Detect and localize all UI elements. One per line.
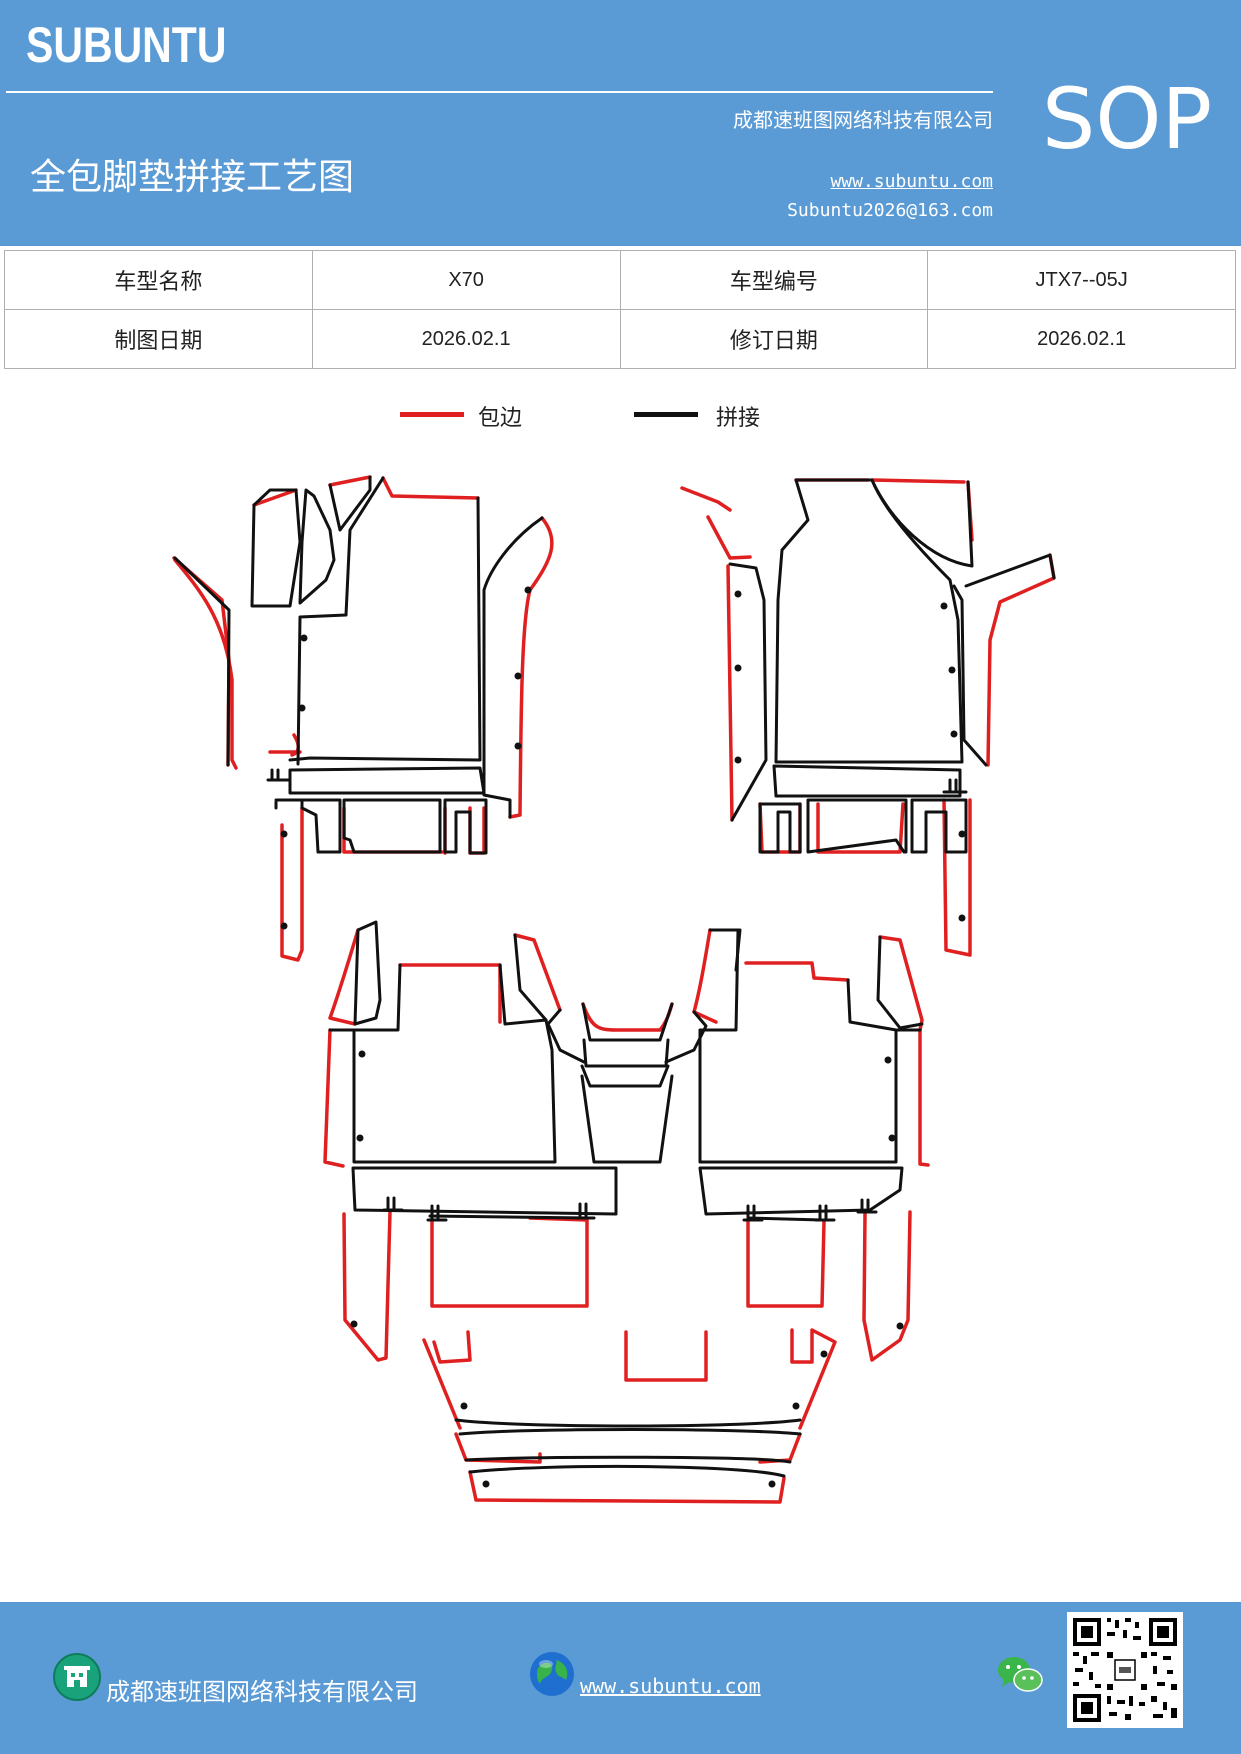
- floor-mat-diagram: [172, 475, 1056, 1504]
- brand-logo: SUBUNTU: [26, 17, 227, 73]
- legend-join-swatch: [634, 412, 698, 417]
- legend-join-label: 拼接: [716, 406, 761, 431]
- model-code-label: 车型编号: [619, 250, 929, 310]
- table-row: 车型名称 X70 车型编号 JTX7--05J: [4, 250, 1236, 310]
- revise-date-label: 修订日期: [619, 309, 929, 369]
- globe-icon: [530, 1652, 574, 1696]
- header-email[interactable]: Subuntu2026@163.com: [787, 200, 993, 221]
- revise-date-value: 2026.02.1: [927, 309, 1236, 369]
- page-title: 全包脚垫拼接工艺图: [30, 157, 355, 198]
- sop-label: SOP: [1042, 70, 1213, 168]
- header-banner: SUBUNTU 成都速班图网络科技有限公司 全包脚垫拼接工艺图 www.subu…: [0, 0, 1241, 246]
- building-icon: [53, 1653, 101, 1701]
- footer-company: 成都速班图网络科技有限公司: [106, 1678, 418, 1706]
- draw-date-label: 制图日期: [4, 309, 313, 369]
- model-name-label: 车型名称: [4, 250, 313, 310]
- header-divider: [6, 91, 993, 93]
- wechat-icon: [998, 1657, 1043, 1692]
- qr-code[interactable]: [1067, 1612, 1183, 1728]
- legend: 包边 拼接: [400, 402, 820, 436]
- footer-website-link[interactable]: www.subuntu.com: [580, 1674, 761, 1698]
- legend-edge-label: 包边: [478, 406, 523, 431]
- draw-date-value: 2026.02.1: [311, 309, 621, 369]
- footer-banner: 成都速班图网络科技有限公司 www.subuntu.com: [0, 1602, 1241, 1754]
- info-table: 车型名称 X70 车型编号 JTX7--05J 制图日期 2026.02.1 修…: [4, 250, 1236, 369]
- model-name-value: X70: [311, 250, 621, 310]
- header-company: 成都速班图网络科技有限公司: [733, 108, 993, 132]
- table-row: 制图日期 2026.02.1 修订日期 2026.02.1: [4, 309, 1236, 369]
- header-website-link[interactable]: www.subuntu.com: [830, 171, 993, 192]
- legend-edge-swatch: [400, 412, 464, 417]
- model-code-value: JTX7--05J: [927, 250, 1236, 310]
